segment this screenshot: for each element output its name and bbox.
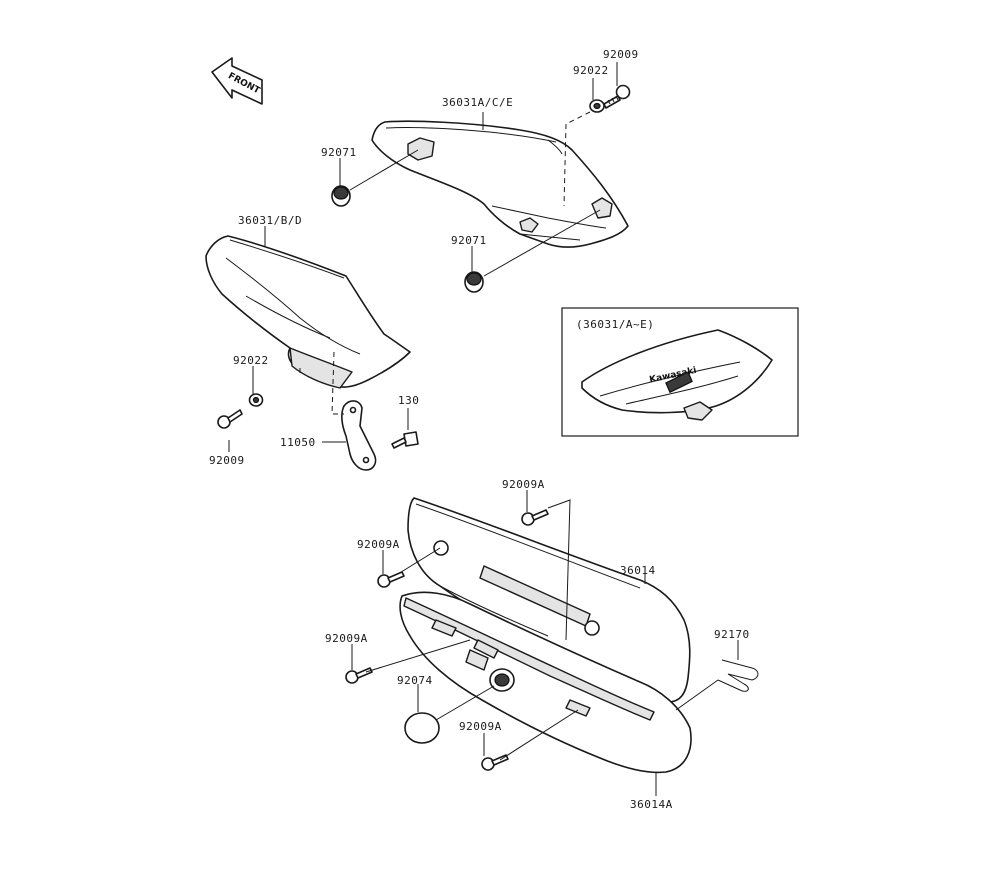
cap-92074-icon bbox=[404, 712, 440, 744]
screw-92009A-top-icon bbox=[521, 509, 549, 526]
callout-labels: 36031A/C/E 92009 92022 92071 92071 36031… bbox=[209, 48, 750, 811]
damper-92071-left-icon bbox=[331, 185, 351, 207]
chain-cover-lower-36014A bbox=[399, 591, 692, 774]
callout-92071-left: 92071 bbox=[321, 146, 357, 159]
side-cover-lower bbox=[205, 235, 411, 389]
callout-92071-right: 92071 bbox=[451, 234, 487, 247]
screw-92009-lower-icon bbox=[217, 409, 243, 429]
damper-92071-right-icon bbox=[464, 271, 484, 293]
callout-92074: 92074 bbox=[397, 674, 433, 687]
callout-92022-lower: 92022 bbox=[233, 354, 269, 367]
callout-92170: 92170 bbox=[714, 628, 750, 641]
callout-92009A-left: 92009A bbox=[357, 538, 400, 551]
callout-92009-top: 92009 bbox=[603, 48, 639, 61]
bolt-130-icon bbox=[391, 431, 419, 449]
side-cover-upper bbox=[371, 120, 629, 248]
callout-36014: 36014 bbox=[620, 564, 656, 577]
clip-92170-icon bbox=[717, 659, 759, 692]
leader-lines bbox=[228, 62, 739, 796]
collar-92022-lower-icon bbox=[248, 393, 264, 407]
screw-92009A-mid-icon bbox=[345, 667, 373, 684]
callout-36031ACE: 36031A/C/E bbox=[442, 96, 513, 109]
callout-130: 130 bbox=[398, 394, 419, 407]
callout-36031BD: 36031/B/D bbox=[238, 214, 302, 227]
callout-92009A-top: 92009A bbox=[502, 478, 545, 491]
bracket-11050 bbox=[341, 400, 377, 471]
callout-92009A-mid: 92009A bbox=[325, 632, 368, 645]
front-arrow-icon: FRONT bbox=[211, 57, 263, 105]
callout-36014A: 36014A bbox=[630, 798, 673, 811]
callout-92022-top: 92022 bbox=[573, 64, 609, 77]
callout-92009A-bottom: 92009A bbox=[459, 720, 502, 733]
screw-92009A-left-icon bbox=[377, 571, 405, 588]
inset-title: (36031/A~E) bbox=[576, 318, 654, 331]
callout-11050: 11050 bbox=[280, 436, 316, 449]
collar-92022-top-icon bbox=[589, 99, 605, 113]
callout-92009-lower: 92009 bbox=[209, 454, 245, 467]
inset-box: (36031/A~E) Kawasaki bbox=[561, 307, 799, 437]
screw-92009-top-icon bbox=[603, 84, 631, 109]
